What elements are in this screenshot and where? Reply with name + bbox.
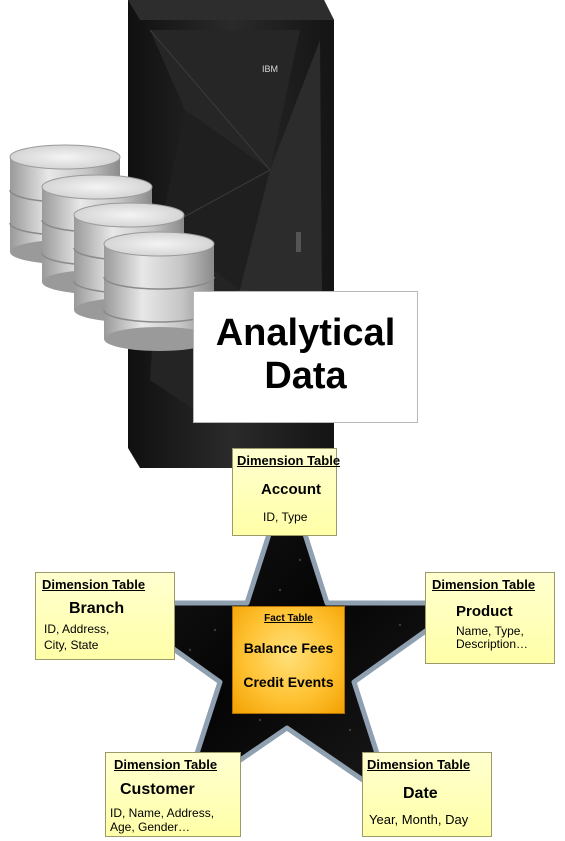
title-line-1: Analytical (215, 312, 396, 354)
dimension-table-name: Customer (120, 781, 195, 798)
dimension-table-header: Dimension Table (114, 757, 218, 772)
dimension-table-attributes: Name, Type, (456, 624, 524, 638)
dimension-table-date: Dimension Table Date Year, Month, Day (362, 752, 492, 837)
dimension-table-attributes: City, State (44, 638, 99, 652)
server-cabinet (128, 0, 334, 468)
fact-table: Fact Table Balance Fees Credit Events (232, 606, 345, 714)
dimension-table-attributes: Description… (456, 637, 529, 651)
dimension-table-header: Dimension Table (237, 453, 341, 468)
dimension-table-product: Dimension Table Product Name, Type, Desc… (425, 572, 555, 664)
server-brand-label: IBM (262, 64, 278, 74)
fact-table-measure: Balance Fees (243, 640, 334, 656)
title-line-2: Data (264, 355, 347, 397)
database-disk-stacks (9, 144, 215, 351)
dimension-table-name: Account (261, 481, 321, 498)
dimension-table-attributes: Age, Gender… (110, 820, 191, 834)
dimension-table-attributes: ID, Type (263, 510, 308, 524)
dimension-table-name: Date (403, 785, 438, 802)
dimension-table-customer: Dimension Table Customer ID, Name, Addre… (105, 752, 241, 837)
dimension-table-name: Product (456, 603, 513, 620)
dimension-table-attributes: ID, Address, (44, 622, 110, 636)
fact-table-measure: Credit Events (243, 674, 334, 690)
analytical-data-title-box: Analytical Data (193, 291, 418, 423)
fact-table-header: Fact Table (264, 613, 313, 624)
dimension-table-name: Branch (69, 600, 125, 617)
dimension-table-attributes: ID, Name, Address, (110, 806, 215, 820)
dimension-table-header: Dimension Table (367, 757, 471, 772)
dimension-table-attributes: Year, Month, Day (369, 812, 469, 827)
dimension-table-branch: Dimension Table Branch ID, Address, City… (35, 572, 175, 660)
dimension-table-account: Dimension Table Account ID, Type (232, 448, 341, 536)
dimension-table-header: Dimension Table (42, 577, 146, 592)
dimension-table-header: Dimension Table (432, 577, 536, 592)
